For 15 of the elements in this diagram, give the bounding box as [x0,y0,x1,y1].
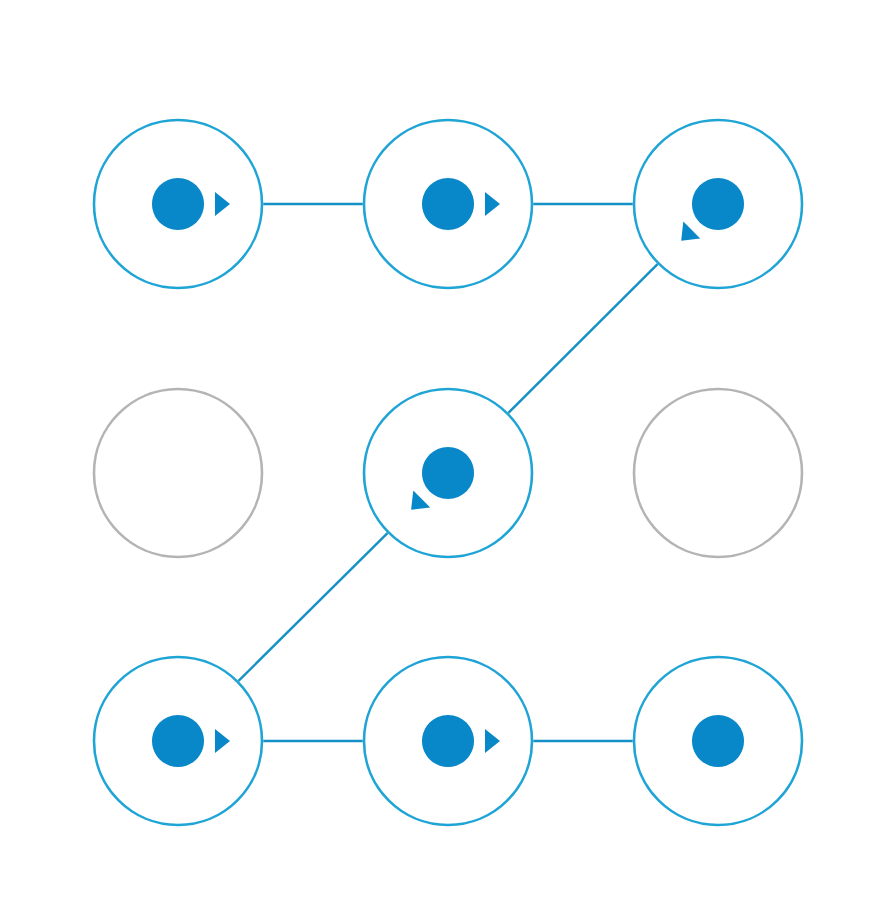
pattern-circle [632,655,804,827]
connector-line [507,263,659,414]
pattern-circle [92,655,264,827]
pattern-circle [632,118,804,290]
connector-line [533,202,633,206]
pattern-circle [632,387,804,559]
connector-line [533,739,633,743]
connector-line [237,532,389,682]
connector-line [263,739,363,743]
pattern-circle [362,387,534,559]
pattern-circle [92,118,264,290]
pattern-circle [362,655,534,827]
connector-line [263,202,363,206]
pattern-circle [362,118,534,290]
pattern-circle [92,387,264,559]
